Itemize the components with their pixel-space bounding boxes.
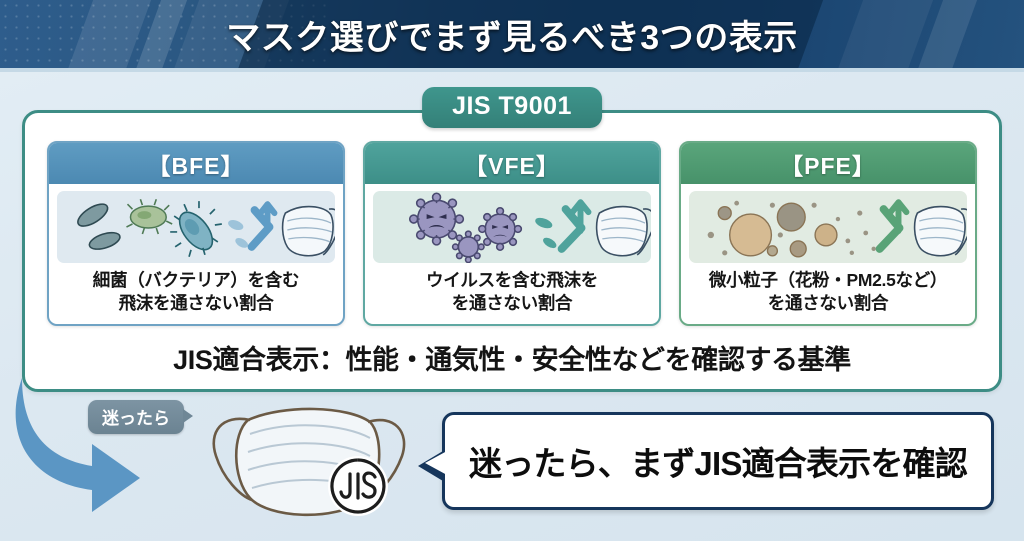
panel-pfe: 【PFE】 — [679, 141, 977, 326]
jis-t9001-badge: JIS T9001 — [422, 87, 602, 128]
curved-arrow-icon — [15, 378, 140, 512]
virus-icon — [408, 192, 651, 263]
callout-bubble: 迷ったら、まずJIS適合表示を確認 — [418, 412, 994, 510]
panel-group: 【BFE】 — [47, 141, 977, 326]
standard-card: 【BFE】 — [22, 110, 1002, 392]
callout-tail-inner — [425, 451, 447, 475]
jis-compliance-line: JIS適合表示：性能・通気性・安全性などを確認する基準 — [173, 345, 851, 375]
jis-mark-icon — [328, 456, 388, 516]
panel-vfe-desc-line1: ウイルスを含む飛沫を — [426, 270, 598, 290]
panel-vfe-title: 【VFE】 — [365, 143, 659, 184]
panel-pfe-illustration — [689, 191, 967, 263]
panel-bfe-illustration — [57, 191, 335, 263]
panel-bfe-desc-line2: 飛沫を通さない割合 — [118, 292, 274, 313]
panel-bfe-description: 細菌（バクテリア）を含む 飛沫を通さない割合 — [49, 265, 343, 324]
header-banner: マスク選びでまず見るべき3つの表示 — [0, 0, 1024, 68]
panel-vfe: 【VFE】 — [363, 141, 661, 326]
panel-pfe-desc-line2: を通さない割合 — [767, 292, 889, 313]
panel-pfe-title: 【PFE】 — [681, 143, 975, 184]
panel-bfe: 【BFE】 — [47, 141, 345, 326]
header-underline — [0, 68, 1024, 72]
page-title: マスク選びでまず見るべき3つの表示 — [226, 18, 798, 57]
panel-vfe-illustration — [373, 191, 651, 263]
hint-badge: 迷ったら — [88, 400, 193, 434]
bacteria-icon — [77, 198, 335, 258]
mask-with-jis-mark-illustration — [212, 407, 406, 517]
panel-pfe-description: 微小粒子（花粉・PM2.5など） を通さない割合 — [681, 265, 975, 324]
callout-text: 迷ったら、まずJIS適合表示を確認 — [469, 445, 968, 482]
panel-pfe-desc-line1: 微小粒子（花粉・PM2.5など） — [708, 270, 948, 290]
panel-bfe-title: 【BFE】 — [49, 143, 343, 184]
panel-vfe-desc-line2: を通さない割合 — [451, 292, 573, 313]
panel-bfe-desc-line1: 細菌（バクテリア）を含む — [92, 270, 300, 290]
panel-vfe-description: ウイルスを含む飛沫を を通さない割合 — [365, 265, 659, 324]
pollen-icon — [707, 199, 967, 258]
